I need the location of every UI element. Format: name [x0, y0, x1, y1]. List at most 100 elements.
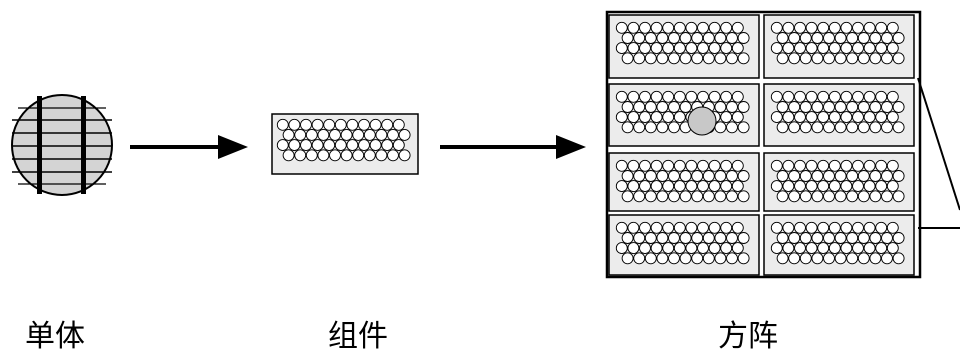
cell-circle: [846, 32, 859, 44]
cell-circle: [387, 149, 399, 162]
cell-circle: [846, 121, 859, 134]
cell-circle: [668, 232, 680, 244]
cell-circle: [811, 121, 824, 134]
cell-circle: [823, 52, 835, 65]
cell-circle: [639, 21, 651, 34]
cell-circle: [662, 159, 675, 172]
cell-circle: [369, 118, 382, 131]
arrow-cell-to-module: [130, 135, 248, 159]
cell-circle: [627, 21, 640, 34]
cell-circle: [788, 190, 801, 203]
cell-circle: [794, 221, 806, 234]
cell-circle: [621, 252, 634, 265]
cell-circle: [375, 128, 388, 141]
cell-circle: [615, 159, 628, 172]
cell-circle: [886, 90, 899, 103]
cell-circle: [650, 221, 663, 234]
cell-circle: [615, 221, 628, 234]
cell-circle: [662, 42, 675, 55]
cell-circle: [633, 121, 646, 134]
cell-circle: [720, 90, 733, 103]
cell-circle: [840, 21, 853, 34]
cell-circle: [817, 42, 830, 55]
cell-circle: [886, 159, 899, 172]
cell-circle: [358, 139, 370, 152]
cell-circle: [708, 180, 721, 193]
cell-circle: [840, 180, 853, 193]
callout-lines: [917, 77, 960, 229]
cell-circle: [323, 118, 336, 131]
cell-circle: [788, 101, 801, 113]
cell-circle: [782, 159, 795, 172]
cell-circle: [737, 232, 750, 244]
cell-circle: [776, 52, 789, 65]
large-cell-highlight: [687, 106, 717, 136]
cell-circle: [644, 232, 657, 244]
cell-circle: [776, 32, 789, 44]
cell-circle: [782, 111, 795, 124]
cell-circle: [731, 242, 744, 255]
cell-circle: [811, 32, 824, 44]
cell-circle: [840, 221, 853, 234]
cell-circle: [881, 170, 893, 182]
cell-circle: [679, 190, 692, 203]
cell-circle: [782, 221, 795, 234]
cell-circle: [639, 242, 651, 255]
cell-circle: [668, 52, 680, 65]
cell-circle: [840, 42, 853, 55]
cell-circle: [726, 170, 738, 182]
cell-circle: [737, 32, 750, 44]
cell-circle: [892, 52, 905, 65]
cell-circle: [685, 159, 698, 172]
cell-circle: [639, 111, 651, 124]
cell-circle: [776, 252, 789, 265]
cell-circle: [720, 221, 733, 234]
cell-circle: [673, 242, 686, 255]
cell-circle: [720, 42, 733, 55]
cell-circle: [691, 232, 704, 244]
cell-circle: [650, 180, 663, 193]
cell-circle: [656, 170, 669, 182]
cell-circle: [817, 242, 830, 255]
cell-circle: [276, 139, 289, 152]
cell-circle: [392, 118, 405, 131]
cell-circle: [776, 232, 789, 244]
cell-circle: [644, 121, 657, 134]
cell-circle: [737, 121, 750, 134]
cell-circle: [685, 21, 698, 34]
cell-circle: [737, 170, 750, 182]
cell-circle: [799, 190, 812, 203]
cell-circle: [714, 252, 727, 265]
cell-circle: [726, 252, 738, 265]
cell-circle: [392, 139, 405, 152]
cell-circle: [852, 21, 864, 34]
cell-circle: [708, 221, 721, 234]
cell-circle: [691, 252, 704, 265]
cell-circle: [817, 21, 830, 34]
cell-circle: [679, 232, 692, 244]
cell-circle: [875, 180, 888, 193]
cell-circle: [346, 118, 359, 131]
cell-circle: [288, 139, 301, 152]
cell-circle: [852, 242, 864, 255]
cell-circle: [737, 252, 750, 265]
cell-circle: [788, 170, 801, 182]
cell-circle: [776, 170, 789, 182]
cell-circle: [644, 190, 657, 203]
cell-circle: [673, 21, 686, 34]
cell-circle: [615, 42, 628, 55]
module-panel: [271, 113, 419, 175]
cell-circle: [731, 159, 744, 172]
cell-circle: [892, 190, 905, 203]
cell-circle: [650, 159, 663, 172]
cell-circle: [770, 21, 783, 34]
cell-circle: [685, 242, 698, 255]
cell-circle: [282, 149, 295, 162]
cell-circle: [875, 242, 888, 255]
cell-circle: [863, 111, 876, 124]
cell-circle: [673, 42, 686, 55]
cell-circle: [334, 139, 347, 152]
cell-circle: [892, 101, 905, 113]
cell-circle: [857, 121, 870, 134]
cell-circle: [875, 90, 888, 103]
